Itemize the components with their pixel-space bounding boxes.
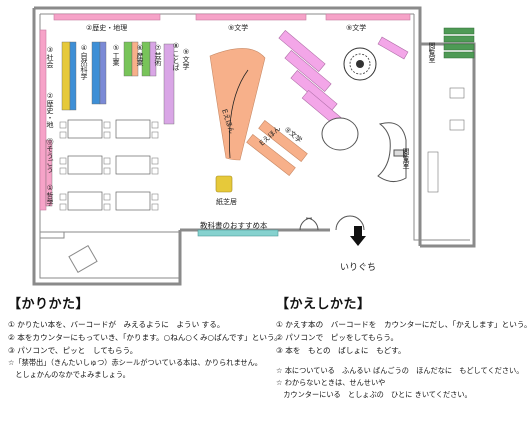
label-recommended: 教科書のおすすめ本: [200, 220, 268, 230]
subject-shelves: [45, 41, 175, 207]
borrow-step: ① かりたい本を、バーコードが みえるように ようい する。: [8, 320, 225, 329]
counter-label: 閲覧室: [402, 148, 410, 169]
shelf-language: [163, 43, 175, 125]
lower-left-room: [39, 231, 181, 279]
label-history-geo: ②歴史・地理: [86, 23, 127, 32]
recommended-shelf: [197, 229, 279, 237]
borrow-title: 【かりかた】: [8, 297, 90, 312]
ebook-shelves: [246, 120, 308, 176]
borrow-instructions: 【かりかた】 ① かりたい本を、バーコードが みえるように ようい する。 ② …: [8, 293, 282, 381]
borrow-note: としょかんのなかでよみましょう。: [8, 370, 130, 379]
entrance-doors[interactable]: [299, 215, 365, 231]
label-general: ⓪そうごう: [46, 138, 54, 173]
circulation-counter: [377, 122, 407, 182]
shelf-industry-2: [131, 41, 139, 77]
return-instructions: 【かえしかた】 ① かえす本の バーコードを カウンターにだし、「かえします」と…: [276, 293, 530, 401]
label-society: ③社会: [46, 46, 54, 69]
shelf-society-2: [69, 41, 77, 111]
library-floor-map: いりぐち: [32, 6, 476, 286]
label-natural-science: ④自然科学: [80, 44, 88, 80]
chairs: [59, 121, 159, 211]
label-picture-theater: 紙芝居: [216, 197, 237, 206]
return-title: 【かえしかた】: [276, 297, 371, 312]
return-note: カウンターにいる としょぶの ひとに きいてください。: [276, 390, 472, 399]
label-industry: ⑥産業: [136, 44, 144, 67]
borrow-note: ☆「禁帯出」（きんたいしゅつ）赤シールがついている本は、かりられません。: [8, 358, 262, 367]
label-philosophy: ①哲学: [46, 184, 54, 206]
left-wall-shelf: [39, 29, 47, 211]
return-steps: ① かえす本の バーコードを カウンターにだし、「かえします」という。 ② パソ…: [276, 318, 530, 357]
return-step: ① かえす本の バーコードを カウンターにだし、「かえします」という。: [276, 320, 530, 329]
reading-room-tables: [427, 87, 465, 193]
return-note: ☆ 本についている ふんるい ばんごうの ほんだなに もどしてください。: [276, 366, 524, 375]
entrance-label: いりぐち: [340, 262, 376, 273]
reading-tables: [67, 119, 151, 211]
shelf-arts-2: [149, 41, 157, 77]
label-history-geo-side: ②歴史・地: [46, 92, 54, 128]
literature-shelves: [278, 30, 409, 129]
reading-room-label: 閲覧室: [428, 42, 436, 63]
return-note: ☆ わからないときは、せんせいや: [276, 378, 386, 387]
return-step: ③ 本を もとの ばしょに もどす。: [276, 346, 406, 355]
round-rug: [343, 47, 377, 81]
borrow-step: ③ パソコンで、ピッと してもらう。: [8, 346, 138, 355]
label-arts: ⑦芸術: [154, 44, 162, 67]
shelf-general: [45, 139, 53, 207]
label-literature-top-right: ⑨文学: [346, 23, 366, 32]
entrance-arrow-icon: [350, 226, 366, 246]
shelf-natural: [91, 41, 101, 105]
label-literature-side: ⑨文学: [182, 48, 190, 70]
picture-theater-stand: [215, 175, 233, 193]
label-language: ⑧ことば: [172, 42, 180, 72]
shelf-society: [61, 41, 71, 111]
ebook-curved-shelf: [209, 48, 266, 161]
shelf-natural-2: [99, 41, 107, 105]
oval-table: [321, 117, 359, 151]
borrow-steps: ① かりたい本を、バーコードが みえるように ようい する。 ② 本をカウンター…: [8, 318, 282, 357]
return-step: ② パソコンで ピッをしてもらう。: [276, 333, 399, 342]
borrow-step: ② 本をカウンターにもっていき、「かります。○ねん○くみ○ばんです」という。: [8, 333, 282, 342]
shelf-industry: [123, 41, 133, 77]
label-literature-top-left: ⑨文学: [228, 23, 248, 32]
label-industry-ind: ⑤工業: [112, 44, 120, 67]
top-wall-shelves: [53, 13, 411, 21]
reading-room-shelves: [443, 27, 475, 59]
